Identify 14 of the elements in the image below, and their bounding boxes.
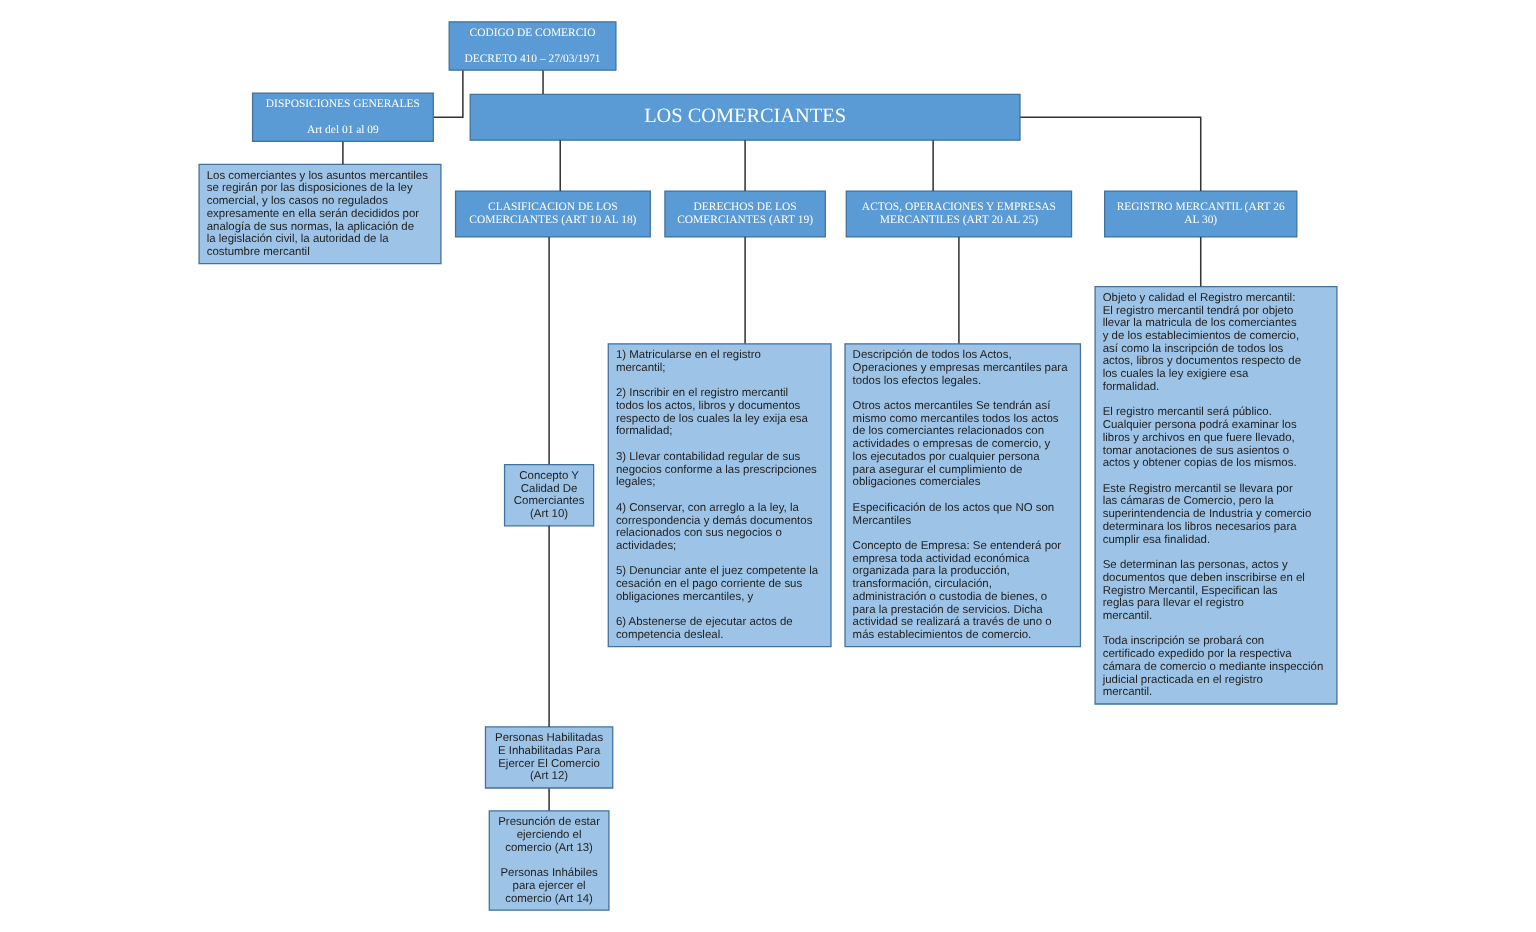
connector — [932, 139, 934, 192]
connector — [1199, 236, 1202, 288]
connector — [548, 787, 550, 812]
connector — [548, 525, 550, 728]
connector — [548, 236, 550, 466]
connector — [958, 236, 960, 345]
connector — [744, 236, 746, 345]
connector — [542, 69, 544, 95]
connector — [559, 139, 561, 192]
connector — [1019, 116, 1202, 192]
connector — [744, 139, 746, 192]
node-box: LOS COMERCIANTES — [469, 93, 1021, 141]
connector — [433, 69, 464, 119]
connector — [342, 140, 344, 166]
